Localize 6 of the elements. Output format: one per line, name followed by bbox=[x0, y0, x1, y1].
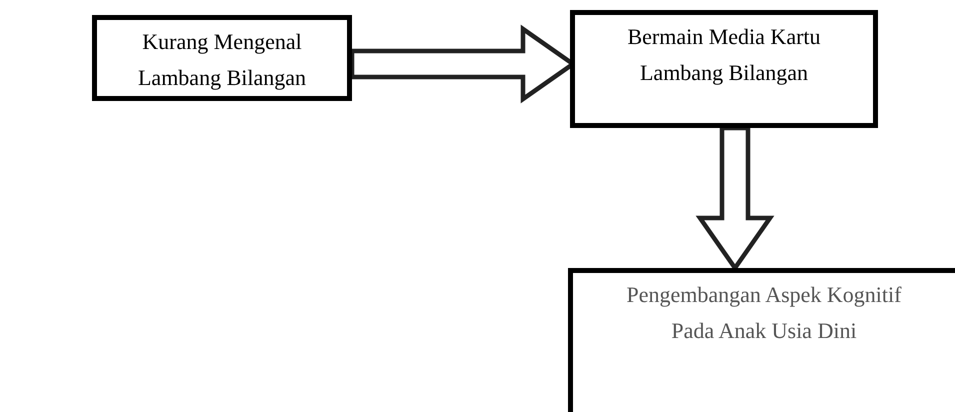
box-text: Bermain Media Kartu Lambang Bilangan bbox=[626, 23, 822, 87]
box-text: Kurang Mengenal Lambang Bilangan bbox=[136, 28, 307, 92]
box-text: Pengembangan Aspek Kognitif Pada Anak Usia Dini bbox=[626, 281, 902, 345]
process-box bbox=[92, 15, 352, 101]
process-box bbox=[568, 268, 955, 412]
process-box bbox=[570, 10, 878, 128]
